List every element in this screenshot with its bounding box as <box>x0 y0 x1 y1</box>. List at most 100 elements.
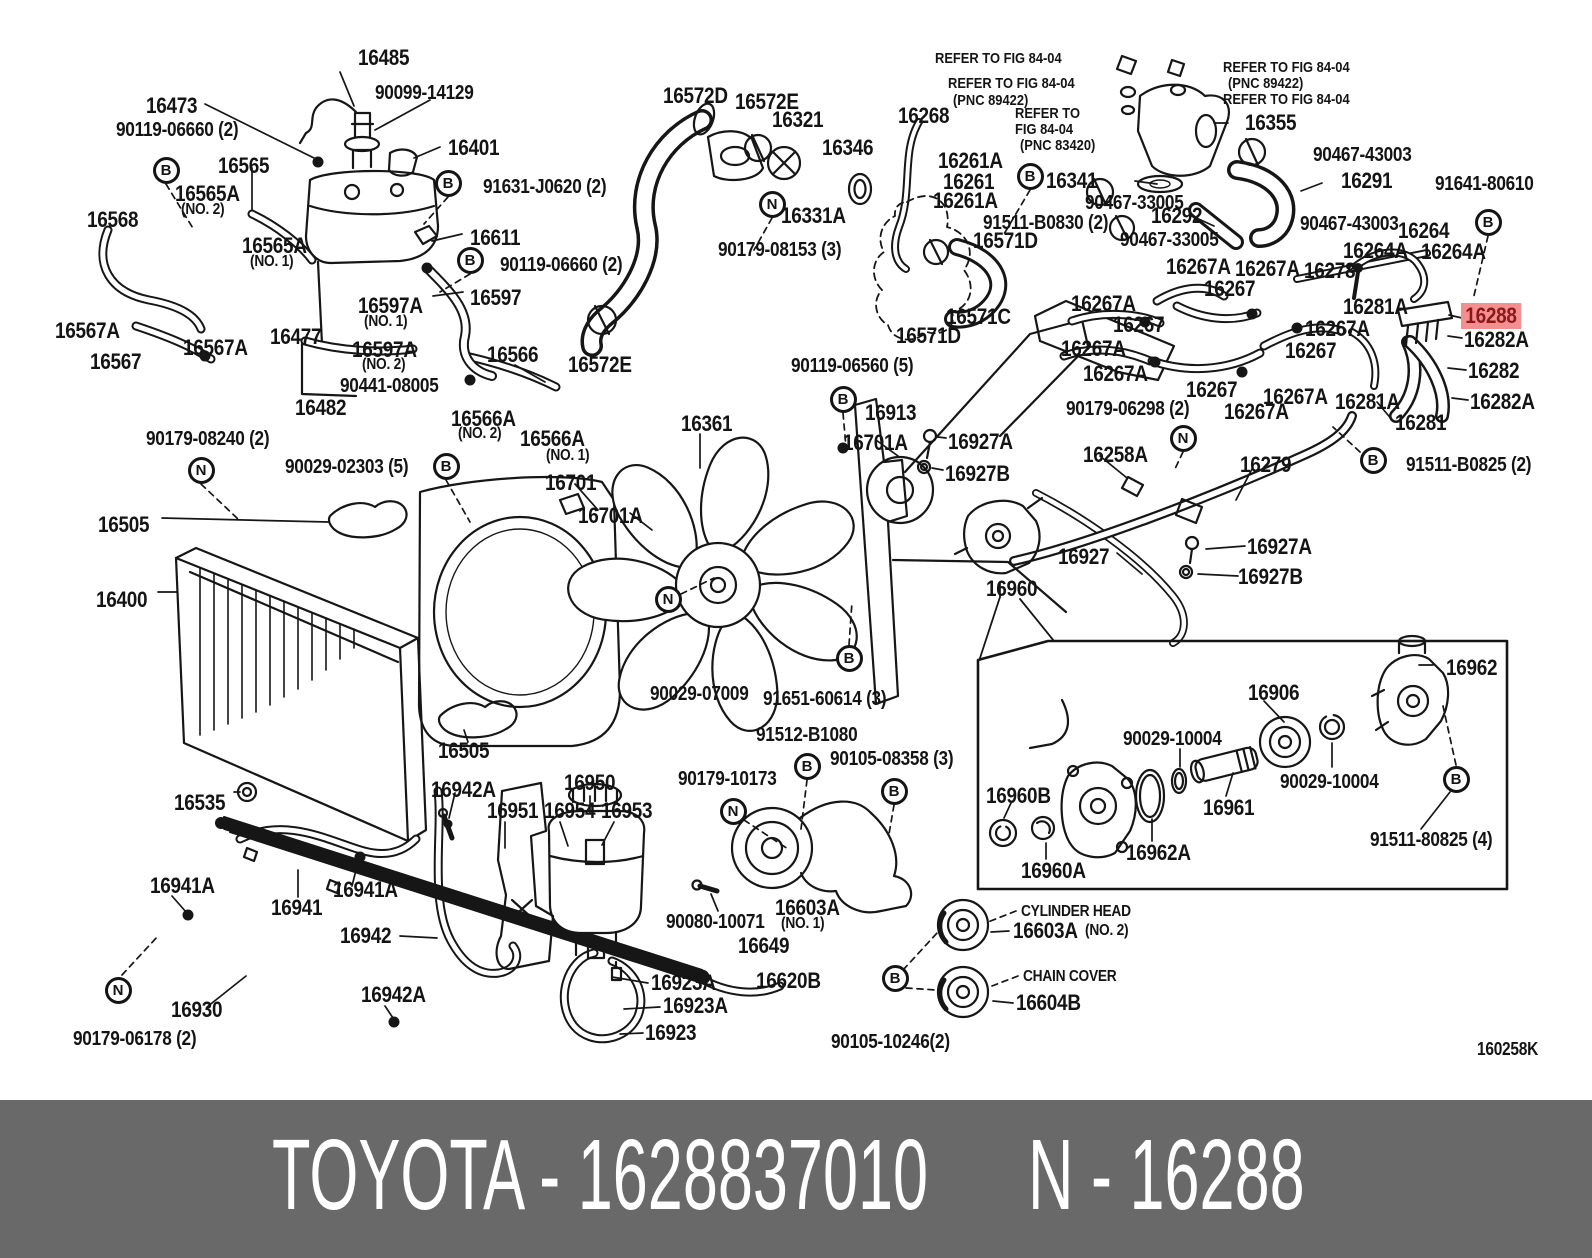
part-label: 90441-08005 <box>340 375 439 397</box>
part-label: 16291 <box>1341 168 1393 193</box>
part-label: 16941A <box>333 877 398 902</box>
part-label: (NO. 1) <box>364 313 408 330</box>
part-label: 90179-06178 (2) <box>73 1028 197 1050</box>
part-label: 91651-60614 (3) <box>763 688 887 710</box>
oil-cooler-drawing <box>220 816 712 986</box>
part-label: (NO. 1) <box>781 915 825 932</box>
part-label: REFER TO <box>1015 105 1080 122</box>
part-label: 16923A <box>663 993 728 1018</box>
part-label: 16954 <box>544 798 596 823</box>
part-label: 16535 <box>174 790 226 815</box>
part-label: 16261A <box>938 148 1003 173</box>
part-label: (PNC 83420) <box>1020 137 1096 154</box>
part-label: 16960 <box>986 576 1038 601</box>
part-label: 91511-B0825 (2) <box>1406 454 1532 476</box>
banner-reference-number: N - 16288 <box>1028 1119 1305 1232</box>
part-label: REFER TO FIG 84-04 <box>935 50 1062 67</box>
part-label: 90467-33005 <box>1120 229 1219 251</box>
part-label: 16279 <box>1240 452 1292 477</box>
part-label: 16482 <box>295 395 347 420</box>
part-label: 16505 <box>98 512 150 537</box>
part-label: 16941 <box>271 895 323 920</box>
part-label: 90467-43003 <box>1300 213 1399 235</box>
part-label: REFER TO FIG 84-04 <box>1223 59 1350 76</box>
callout-marker-B: B <box>434 169 462 197</box>
part-label: 16267A <box>1305 316 1370 341</box>
part-label: 16566A <box>451 406 516 431</box>
part-label: 16267 <box>1113 312 1165 337</box>
expansion-tank-drawing <box>298 98 440 398</box>
part-label: 16572E <box>735 89 799 114</box>
footer-banner: TOYOTA - 1628837010 N - 16288 <box>0 1100 1592 1258</box>
part-label: 90105-10246(2) <box>831 1031 950 1053</box>
part-label: 16267 <box>1204 276 1256 301</box>
part-label: 16401 <box>448 135 500 160</box>
callout-marker-B: B <box>835 644 863 672</box>
part-label: 16267A <box>1263 384 1328 409</box>
part-label: 90179-08153 (3) <box>718 239 842 261</box>
part-label: 90029-07009 <box>650 683 749 705</box>
callout-marker-B: B <box>793 752 821 780</box>
part-label: 16927A <box>948 429 1013 454</box>
part-label: 16331A <box>781 203 846 228</box>
part-label: 16261A <box>933 188 998 213</box>
part-label: (NO. 1) <box>546 447 590 464</box>
part-label: 16568 <box>87 207 139 232</box>
part-label: 90119-06660 (2) <box>116 119 239 141</box>
part-label: 16620B <box>756 968 821 993</box>
part-label: 16571D <box>973 228 1038 253</box>
part-label: 16282A <box>1470 389 1535 414</box>
part-label: 90099-14129 <box>375 82 474 104</box>
part-label: 16400 <box>96 587 148 612</box>
part-label: CYLINDER HEAD <box>1021 903 1131 920</box>
part-label: 16264A <box>1343 238 1408 263</box>
part-label: 16572D <box>663 83 728 108</box>
part-label: 16282A <box>1464 327 1529 352</box>
part-label: (NO. 1) <box>250 253 294 270</box>
radiator-drawing <box>174 546 428 895</box>
part-label: 16597A <box>358 293 423 318</box>
part-label: 16261 <box>943 169 995 194</box>
part-label: 16477 <box>270 324 322 349</box>
part-label: 16485 <box>358 45 410 70</box>
part-label: 16962A <box>1126 840 1191 865</box>
part-label: (NO. 2) <box>362 356 406 373</box>
part-label: 91631-J0620 (2) <box>483 176 607 198</box>
connector-dots <box>182 156 1363 1028</box>
part-label: 91511-80825 (4) <box>1370 829 1493 851</box>
part-label: 16267 <box>1285 338 1337 363</box>
part-label: 16565A <box>242 233 307 258</box>
part-label: 16923 <box>645 1020 697 1045</box>
bolt-icons <box>413 224 1200 841</box>
part-label: REFER TO FIG 84-04 <box>1223 91 1350 108</box>
part-label: 16960A <box>1021 858 1086 883</box>
part-label: 16571D <box>896 323 961 348</box>
dashed-leader-lines <box>121 183 1489 991</box>
part-label: CHAIN COVER <box>1023 968 1117 985</box>
parts-diagram-drawing <box>98 54 1509 1044</box>
part-label: 16927B <box>1238 564 1303 589</box>
part-label: 16923A <box>651 970 716 995</box>
part-label: (NO. 2) <box>458 425 502 442</box>
heater-pipe-fittings <box>1120 270 1454 525</box>
part-label: 16292 <box>1151 203 1203 228</box>
callout-marker-B: B <box>432 452 460 480</box>
part-label: 90119-06560 (5) <box>791 355 914 377</box>
part-label: 16950 <box>564 770 616 795</box>
callout-marker-N: N <box>187 456 215 484</box>
part-label: 16611 <box>470 225 521 250</box>
hoses-drawing <box>98 102 1450 1044</box>
callout-marker-B: B <box>1442 765 1470 793</box>
part-label: 16267A <box>1061 336 1126 361</box>
part-label: 16267A <box>1071 291 1136 316</box>
part-label: 16930 <box>171 997 223 1022</box>
tensioner-drawing <box>691 800 990 1019</box>
part-label: 16566A <box>520 426 585 451</box>
part-label: 16927A <box>1247 534 1312 559</box>
part-label: 16505 <box>438 738 490 763</box>
part-label: FIG 84-04 <box>1015 121 1074 138</box>
part-label: 16565 <box>218 153 270 178</box>
part-label: 16597A <box>352 337 417 362</box>
part-label: 16282 <box>1468 358 1520 383</box>
